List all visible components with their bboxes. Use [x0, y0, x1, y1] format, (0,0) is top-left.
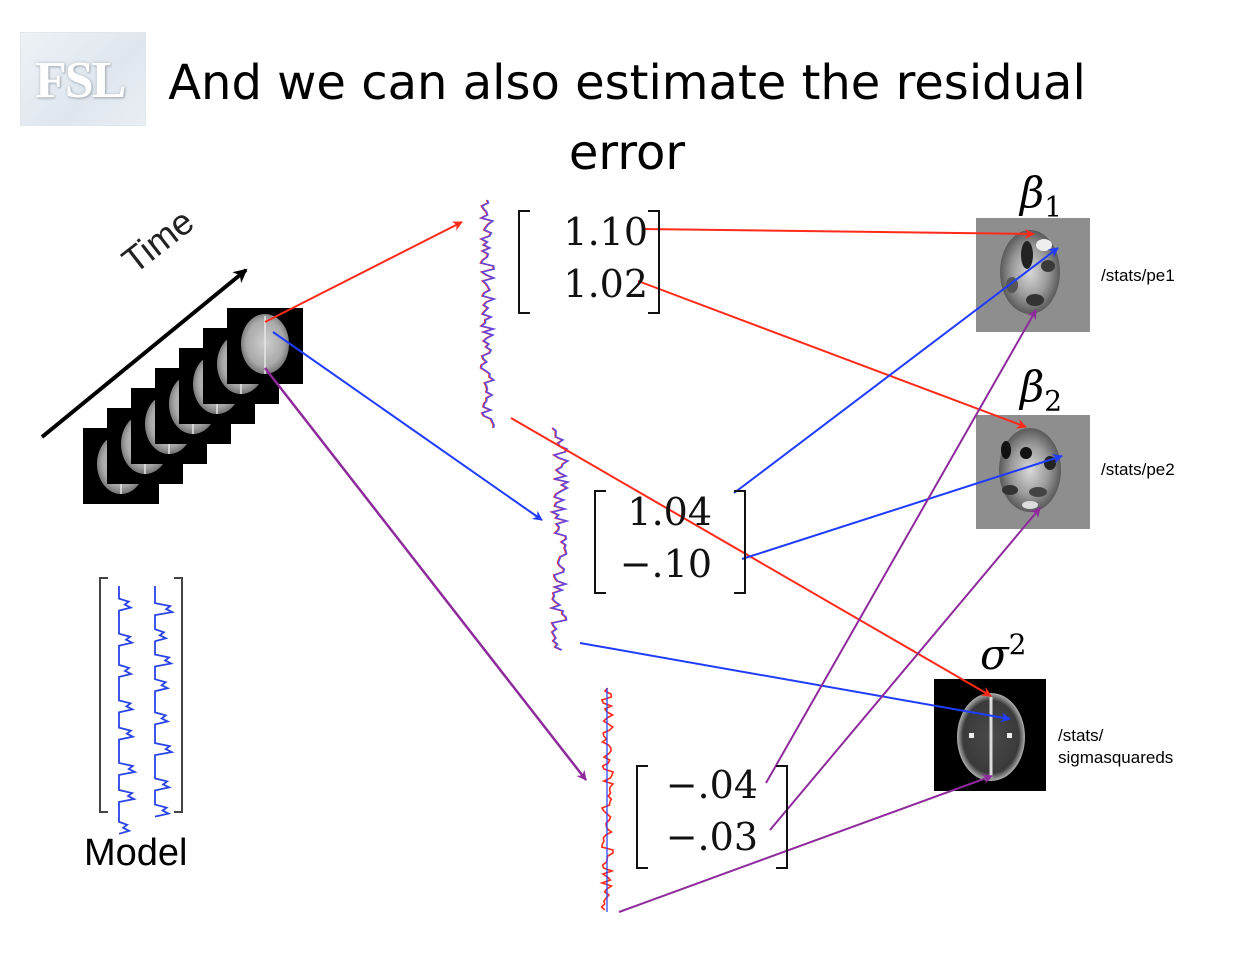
estimate-3-beta2: −.03: [665, 815, 758, 859]
sigmasquareds-path-line1: /stats/: [1058, 726, 1104, 745]
voxel-timeseries-1: [478, 199, 497, 429]
bracket-right: [734, 490, 746, 594]
bracket-left: [636, 765, 648, 869]
sigmasquareds-path-line2: sigmasquareds: [1058, 748, 1174, 767]
design-matrix: [99, 577, 183, 835]
sigma-squared-symbol: σ2: [980, 628, 1027, 679]
pe1-path-label: /stats/pe1: [1101, 266, 1175, 285]
bracket-left: [594, 490, 606, 594]
sigmasquareds-path-label: /stats/ sigmasquareds: [1058, 725, 1173, 769]
estimate-2-beta2: −.10: [619, 542, 712, 586]
pe2-image: [976, 415, 1090, 529]
arrow-sigma-set2: [579, 642, 1011, 723]
design-matrix-bracket-right: [174, 577, 183, 813]
arrow-beta1-set1: [641, 228, 1035, 239]
bracket-right: [648, 210, 660, 314]
beta1-symbol: β1: [1020, 168, 1063, 224]
arrow-sigma-set3: [618, 774, 993, 913]
voxel-timeseries-2: [548, 427, 571, 651]
arrow-beta1-set3: [765, 309, 1037, 784]
connection-arrows: [264, 221, 1063, 913]
beta2-symbol: β2: [1020, 362, 1063, 418]
bracket-right: [776, 765, 788, 869]
arrow-beta1-set2: [733, 247, 1059, 494]
arrow-beta2-set1: [637, 280, 1027, 429]
fmri-volume: [227, 308, 303, 384]
voxel-timeseries-3: [599, 687, 615, 912]
slide-title-line2: error: [568, 125, 686, 181]
slide-title-line1: And we can also estimate the residual: [168, 55, 1086, 111]
arrow-voxel2-to-ts2: [272, 331, 543, 521]
arrow-beta2-set3: [769, 507, 1041, 831]
arrow-voxel3-to-ts3: [264, 367, 587, 781]
fmri-volume-stack: [83, 308, 303, 504]
arrow-voxel1-to-ts1: [264, 221, 463, 323]
estimate-1-beta2: 1.02: [563, 262, 648, 306]
slide-title: And we can also estimate the residual er…: [0, 48, 1234, 188]
design-matrix-bracket-left: [99, 577, 108, 813]
estimate-1-beta1: 1.10: [563, 210, 648, 254]
model-label: Model: [84, 832, 188, 874]
estimate-2-beta1: 1.04: [627, 490, 712, 534]
time-arrow: [40, 268, 248, 439]
regressor-ev2: [154, 586, 176, 818]
arrow-beta2-set2: [741, 453, 1063, 560]
pe2-path-label: /stats/pe2: [1101, 460, 1175, 479]
fsl-logo: FSL: [20, 32, 146, 126]
regressor-ev1: [118, 586, 138, 835]
fsl-logo-text: FSL: [35, 52, 126, 109]
bracket-left: [518, 210, 530, 314]
estimate-3-beta1: −.04: [665, 763, 758, 807]
